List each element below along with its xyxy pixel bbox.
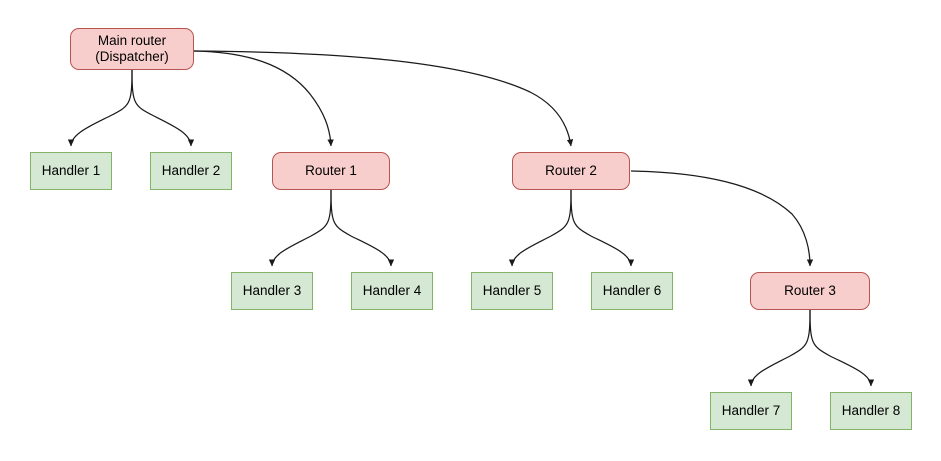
node-handler-3[interactable]: Handler 3 [231, 272, 313, 310]
edge-main-router-to-handler-1 [67, 69, 133, 147]
node-main-router[interactable]: Main router (Dispatcher) [70, 28, 194, 70]
edge-router-3-to-handler-8 [809, 309, 875, 387]
edge-main-router-to-router-2 [193, 50, 574, 147]
node-handler-2[interactable]: Handler 2 [150, 152, 232, 190]
edge-router-2-to-handler-5 [508, 189, 572, 267]
edge-router-2-to-handler-6 [570, 189, 635, 267]
edge-router-3-to-handler-7 [747, 309, 811, 387]
node-router-1[interactable]: Router 1 [272, 152, 390, 190]
node-handler-6[interactable]: Handler 6 [591, 272, 673, 310]
node-handler-5[interactable]: Handler 5 [471, 272, 553, 310]
node-handler-7[interactable]: Handler 7 [710, 392, 792, 430]
node-router-3[interactable]: Router 3 [750, 272, 870, 310]
edge-router-2-to-router-3 [630, 170, 814, 267]
edge-router-1-to-handler-3 [268, 189, 332, 267]
edge-main-router-to-handler-2 [131, 69, 195, 147]
node-handler-1[interactable]: Handler 1 [30, 152, 112, 190]
edge-main-router-to-router-1 [193, 50, 334, 147]
edge-router-1-to-handler-4 [330, 189, 395, 267]
node-handler-8[interactable]: Handler 8 [830, 392, 912, 430]
node-router-2[interactable]: Router 2 [512, 152, 630, 190]
node-handler-4[interactable]: Handler 4 [351, 272, 433, 310]
